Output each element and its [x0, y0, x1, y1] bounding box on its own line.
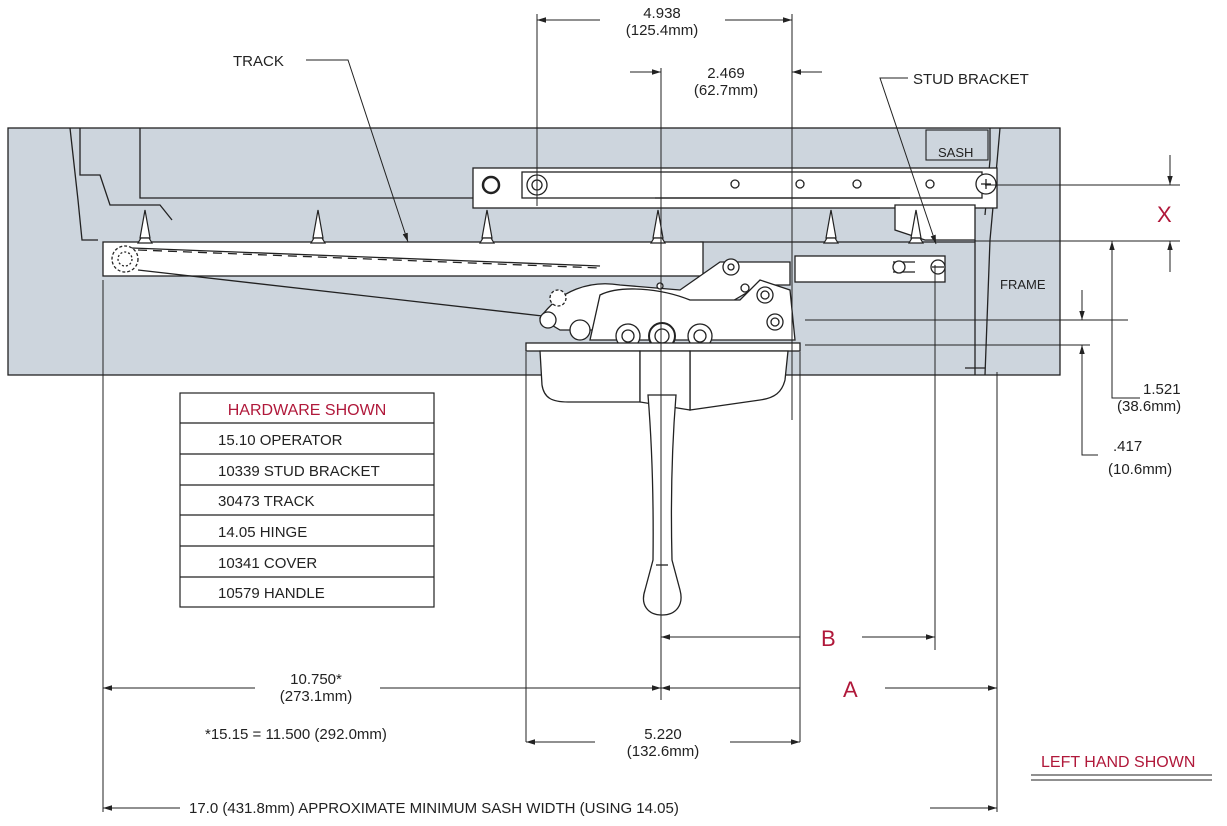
- dim-1521-inch: 1.521: [1143, 381, 1181, 398]
- dim-4938-inch: 4.938: [643, 5, 681, 22]
- dim-5220-inch: 5.220: [644, 726, 682, 743]
- dim-10750-mm: (273.1mm): [280, 688, 353, 705]
- dimension-a-label: A: [843, 677, 858, 702]
- dim-417-mm: (10.6mm): [1108, 461, 1172, 478]
- hardware-row: 15.10 OPERATOR: [218, 432, 343, 449]
- note-1515: *15.15 = 11.500 (292.0mm): [205, 726, 387, 743]
- dim-2469-inch: 2.469: [707, 65, 745, 82]
- left-hand-shown-label: LEFT HAND SHOWN: [1041, 754, 1195, 771]
- left-hand-underline: [1031, 774, 1212, 781]
- hardware-table-header: HARDWARE SHOWN: [228, 402, 387, 419]
- sash-label: SASH: [938, 145, 973, 160]
- dim-2469-mm: (62.7mm): [694, 82, 758, 99]
- screws: [136, 209, 925, 244]
- sash-rail: [472, 167, 998, 241]
- dim-417-inch: .417: [1113, 438, 1142, 455]
- dimension-b-label: B: [821, 626, 836, 651]
- hardware-row: 14.05 HINGE: [218, 524, 307, 541]
- hardware-row: 30473 TRACK: [218, 493, 314, 510]
- hardware-table: HARDWARE SHOWN 15.10 OPERATOR 10339 STUD…: [179, 392, 435, 608]
- hardware-row: 10341 COVER: [218, 555, 317, 572]
- hardware-row: 10579 HANDLE: [218, 585, 325, 602]
- gearbox: [539, 279, 796, 350]
- dim-10750-inch: 10.750*: [290, 671, 342, 688]
- stud-bracket-label: STUD BRACKET: [913, 71, 1029, 88]
- cover: [525, 342, 801, 411]
- track-label: TRACK: [233, 53, 284, 70]
- dim-4938-mm: (125.4mm): [626, 22, 699, 39]
- extension-lines: [102, 14, 1180, 812]
- min-sash-width-label: 17.0 (431.8mm) APPROXIMATE MINIMUM SASH …: [189, 800, 679, 817]
- dim-5220-mm: (132.6mm): [627, 743, 700, 760]
- frame-label: FRAME: [1000, 277, 1046, 292]
- hardware-row: 10339 STUD BRACKET: [218, 463, 380, 480]
- dimension-lines: [103, 17, 1173, 811]
- dim-1521-mm: (38.6mm): [1117, 398, 1181, 415]
- track: [102, 241, 704, 319]
- handle: [639, 350, 691, 616]
- dimension-x-label: X: [1157, 202, 1172, 227]
